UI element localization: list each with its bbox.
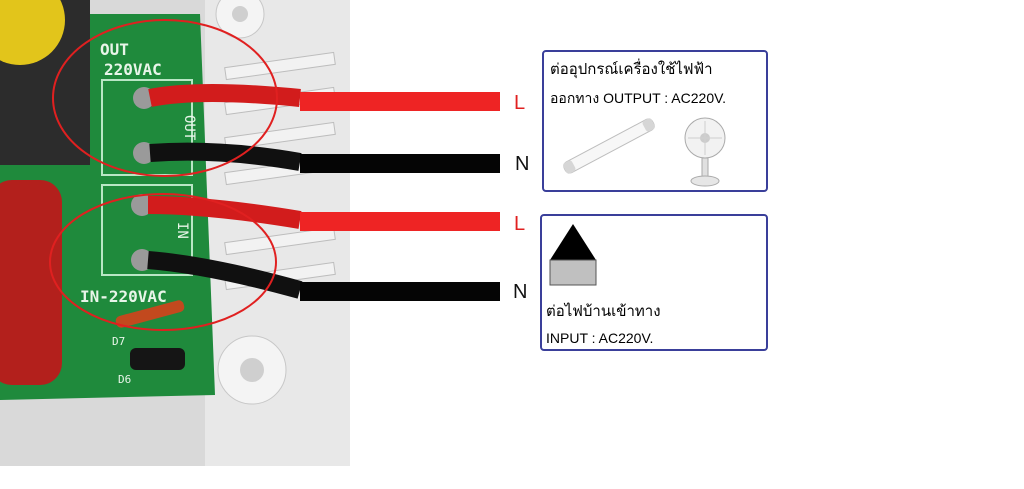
out-live-label: L — [514, 92, 526, 114]
out-neutral-wire — [300, 154, 500, 173]
in-highlight-circle — [49, 193, 277, 331]
screw-in-n — [131, 249, 153, 271]
input-box-title: ต่อไฟบ้านเข้าทาง — [546, 302, 661, 320]
in-terminal-text: IN — [174, 222, 190, 239]
out-neutral-label: N — [515, 153, 530, 175]
photo-wire-out-n — [149, 142, 302, 171]
input-box-subtitle: INPUT : AC220V. — [546, 330, 654, 346]
in-live-label: L — [514, 213, 526, 235]
output-box-subtitle: ออกทาง OUTPUT : AC220V. — [550, 90, 727, 106]
output-info-box: ต่ออุปกรณ์เครื่องใช้ไฟฟ้า ออกทาง OUTPUT … — [542, 50, 768, 192]
fluorescent-lamp-icon — [563, 118, 655, 174]
out-terminal-text: OUT — [181, 115, 197, 141]
in-label: IN-220VAC — [80, 287, 167, 306]
in-terminal-block — [101, 184, 193, 276]
out-label-line2: 220VAC — [104, 60, 162, 79]
photo-wire-in-n — [147, 251, 303, 299]
in-neutral-label: N — [513, 281, 528, 303]
diode-d7 — [115, 300, 185, 328]
output-box-title: ต่ออุปกรณ์เครื่องใช้ไฟฟ้า — [550, 60, 713, 78]
terminal-board-photo: OUT 220VAC OUT IN IN-220VAC D7 D6 — [0, 0, 350, 466]
diode-label-1: D7 — [112, 335, 125, 348]
screw-in-l — [131, 194, 153, 216]
diode-label-2: D6 — [118, 373, 131, 386]
out-live-wire — [300, 92, 500, 111]
photo-wire-in-l — [147, 196, 302, 229]
house-icon — [549, 224, 597, 286]
in-neutral-wire — [300, 282, 500, 301]
yellow-component — [0, 0, 65, 65]
in-live-wire — [300, 212, 500, 231]
screw-out-n — [133, 142, 155, 164]
diode-d6 — [130, 348, 185, 370]
out-highlight-circle — [52, 19, 278, 177]
out-label-line1: OUT — [100, 40, 129, 59]
input-info-box: ต่อไฟบ้านเข้าทาง INPUT : AC220V. — [540, 214, 768, 351]
desk-fan-icon — [684, 117, 726, 187]
capacitor — [0, 180, 62, 385]
